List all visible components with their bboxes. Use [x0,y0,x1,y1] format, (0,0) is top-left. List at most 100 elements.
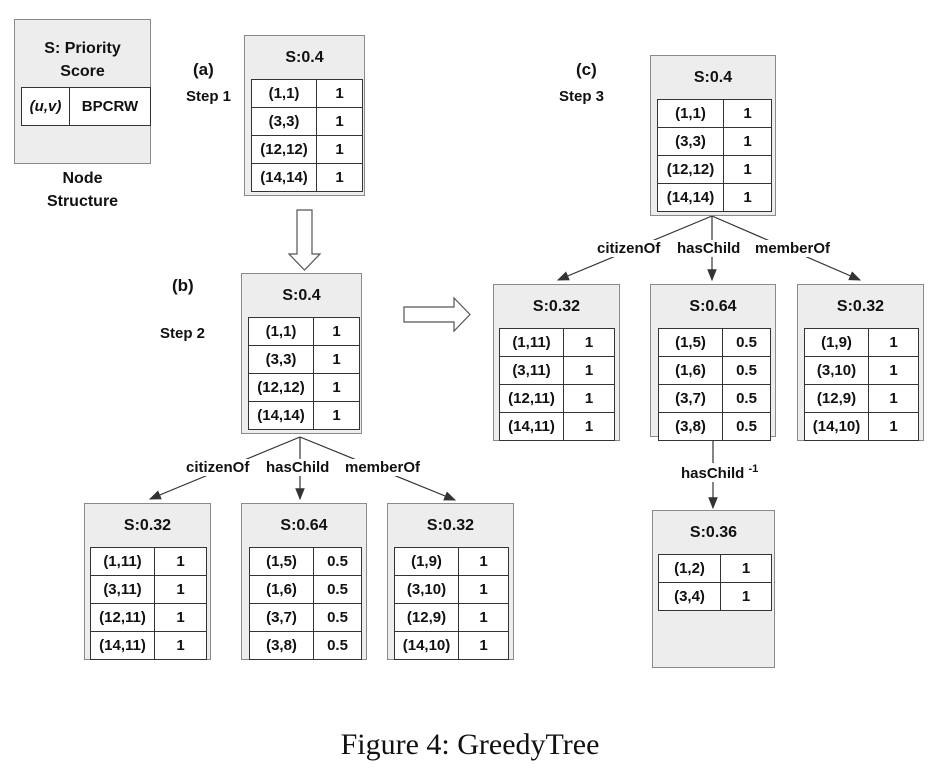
c-edge-citizenof-label: citizenOf [597,240,661,257]
step1-to-step2-arrow [287,209,322,271]
value-cell: 0.5 [313,603,362,632]
pair-cell: (1,11) [499,328,564,357]
pair-cell: (3,8) [658,412,723,441]
pair-cell: (12,12) [657,155,724,184]
legend-pair: (u,v) [21,87,70,126]
pair-cell: (3,11) [499,356,564,385]
pair-cell: (3,7) [658,384,723,413]
legend-table: (u,v) BPCRW [21,87,151,126]
value-cell: 1 [868,328,919,357]
value-cell: 1 [316,79,363,108]
value-cell: 1 [313,401,360,430]
node-score: S:0.32 [123,517,172,534]
pair-cell: (1,1) [248,317,314,346]
legend-node: S: Priority Score (u,v) BPCRW [14,19,151,164]
value-cell: 1 [154,631,207,660]
step-b-step: Step 2 [160,325,206,342]
legend-title-line1: S: Priority [44,40,121,57]
step-a-step: Step 1 [186,88,232,105]
value-cell: 1 [313,345,360,374]
value-cell: 1 [563,384,615,413]
legend-value: BPCRW [69,87,151,126]
pair-cell: (3,3) [657,127,724,156]
pair-cell: (3,10) [804,356,869,385]
pair-cell: (3,8) [249,631,314,660]
pair-cell: (1,2) [658,554,721,583]
node-table: (1,9)1 (3,10)1 (12,9)1 (14,10)1 [804,328,919,441]
legend-caption-line1: Node [62,170,103,187]
haschild-inverse-text: hasChild [681,465,745,482]
value-cell: 1 [316,107,363,136]
pair-cell: (12,11) [499,384,564,413]
value-cell: 1 [154,575,207,604]
b-edge-memberof-label: memberOf [345,459,421,476]
pair-cell: (12,12) [251,135,317,164]
value-cell: 1 [868,356,919,385]
pair-cell: (3,10) [394,575,459,604]
c-root-node: S:0.4 (1,1)1 (3,3)1 (12,12)1 (14,14)1 [650,55,776,216]
pair-cell: (3,4) [658,582,721,611]
node-score: S:0.4 [693,69,733,86]
pair-cell: (12,12) [248,373,314,402]
value-cell: 1 [723,155,772,184]
pair-cell: (1,5) [249,547,314,576]
c-edge-memberof-label: memberOf [755,240,831,257]
node-score: S:0.36 [689,524,738,541]
step2-to-step3-arrow [403,296,471,333]
pair-cell: (14,14) [657,183,724,212]
step-c-step: Step 3 [559,88,605,105]
value-cell: 1 [316,135,363,164]
value-cell: 1 [563,356,615,385]
pair-cell: (14,11) [90,631,155,660]
value-cell: 1 [313,317,360,346]
value-cell: 1 [458,603,509,632]
pair-cell: (14,14) [248,401,314,430]
node-table: (1,11)1 (3,11)1 (12,11)1 (14,11)1 [90,547,207,660]
value-cell: 1 [720,582,772,611]
value-cell: 1 [723,183,772,212]
legend-caption-line2: Structure [46,193,119,210]
c-inverse-node: S:0.36 (1,2)1 (3,4)1 [652,510,775,668]
value-cell: 1 [313,373,360,402]
b-citizen-node: S:0.32 (1,11)1 (3,11)1 (12,11)1 (14,11)1 [84,503,211,660]
pair-cell: (12,9) [804,384,869,413]
node-table: (1,1)1 (3,3)1 (12,12)1 (14,14)1 [251,79,363,192]
pair-cell: (14,10) [804,412,869,441]
value-cell: 0.5 [722,328,771,357]
pair-cell: (1,9) [394,547,459,576]
b-root-node: S:0.4 (1,1)1 (3,3)1 (12,12)1 (14,14)1 [241,273,362,434]
b-edge-haschild-label: hasChild [266,459,330,476]
node-table: (1,1)1 (3,3)1 (12,12)1 (14,14)1 [248,317,360,430]
value-cell: 1 [563,328,615,357]
pair-cell: (3,7) [249,603,314,632]
value-cell: 1 [868,412,919,441]
value-cell: 1 [458,575,509,604]
node-table: (1,9)1 (3,10)1 (12,9)1 (14,10)1 [394,547,509,660]
pair-cell: (14,14) [251,163,317,192]
b-child-node: S:0.64 (1,5)0.5 (1,6)0.5 (3,7)0.5 (3,8)0… [241,503,367,660]
a-root-node: S:0.4 (1,1)1 (3,3)1 (12,12)1 (14,14)1 [244,35,365,196]
pair-cell: (1,1) [657,99,724,128]
node-table: (1,1)1 (3,3)1 (12,12)1 (14,14)1 [657,99,772,212]
value-cell: 1 [458,631,509,660]
c-child-node: S:0.64 (1,5)0.5 (1,6)0.5 (3,7)0.5 (3,8)0… [650,284,776,441]
node-score: S:0.64 [689,298,737,315]
value-cell: 0.5 [722,412,771,441]
node-score: S:0.32 [836,298,885,315]
c-citizen-node: S:0.32 (1,11)1 (3,11)1 (12,11)1 (14,11)1 [493,284,620,441]
value-cell: 1 [720,554,772,583]
value-cell: 1 [154,547,207,576]
node-table: (1,2)1 (3,4)1 [658,554,772,611]
pair-cell: (1,9) [804,328,869,357]
pair-cell: (1,1) [251,79,317,108]
pair-cell: (1,11) [90,547,155,576]
node-score: S:0.4 [282,287,321,304]
value-cell: 0.5 [722,356,771,385]
c-member-node: S:0.32 (1,9)1 (3,10)1 (12,9)1 (14,10)1 [797,284,924,441]
value-cell: 0.5 [313,547,362,576]
figure-caption: Figure 4: GreedyTree [340,728,600,761]
pair-cell: (1,6) [658,356,723,385]
c-edge-haschild-label: hasChild [677,240,741,257]
value-cell: 1 [723,127,772,156]
